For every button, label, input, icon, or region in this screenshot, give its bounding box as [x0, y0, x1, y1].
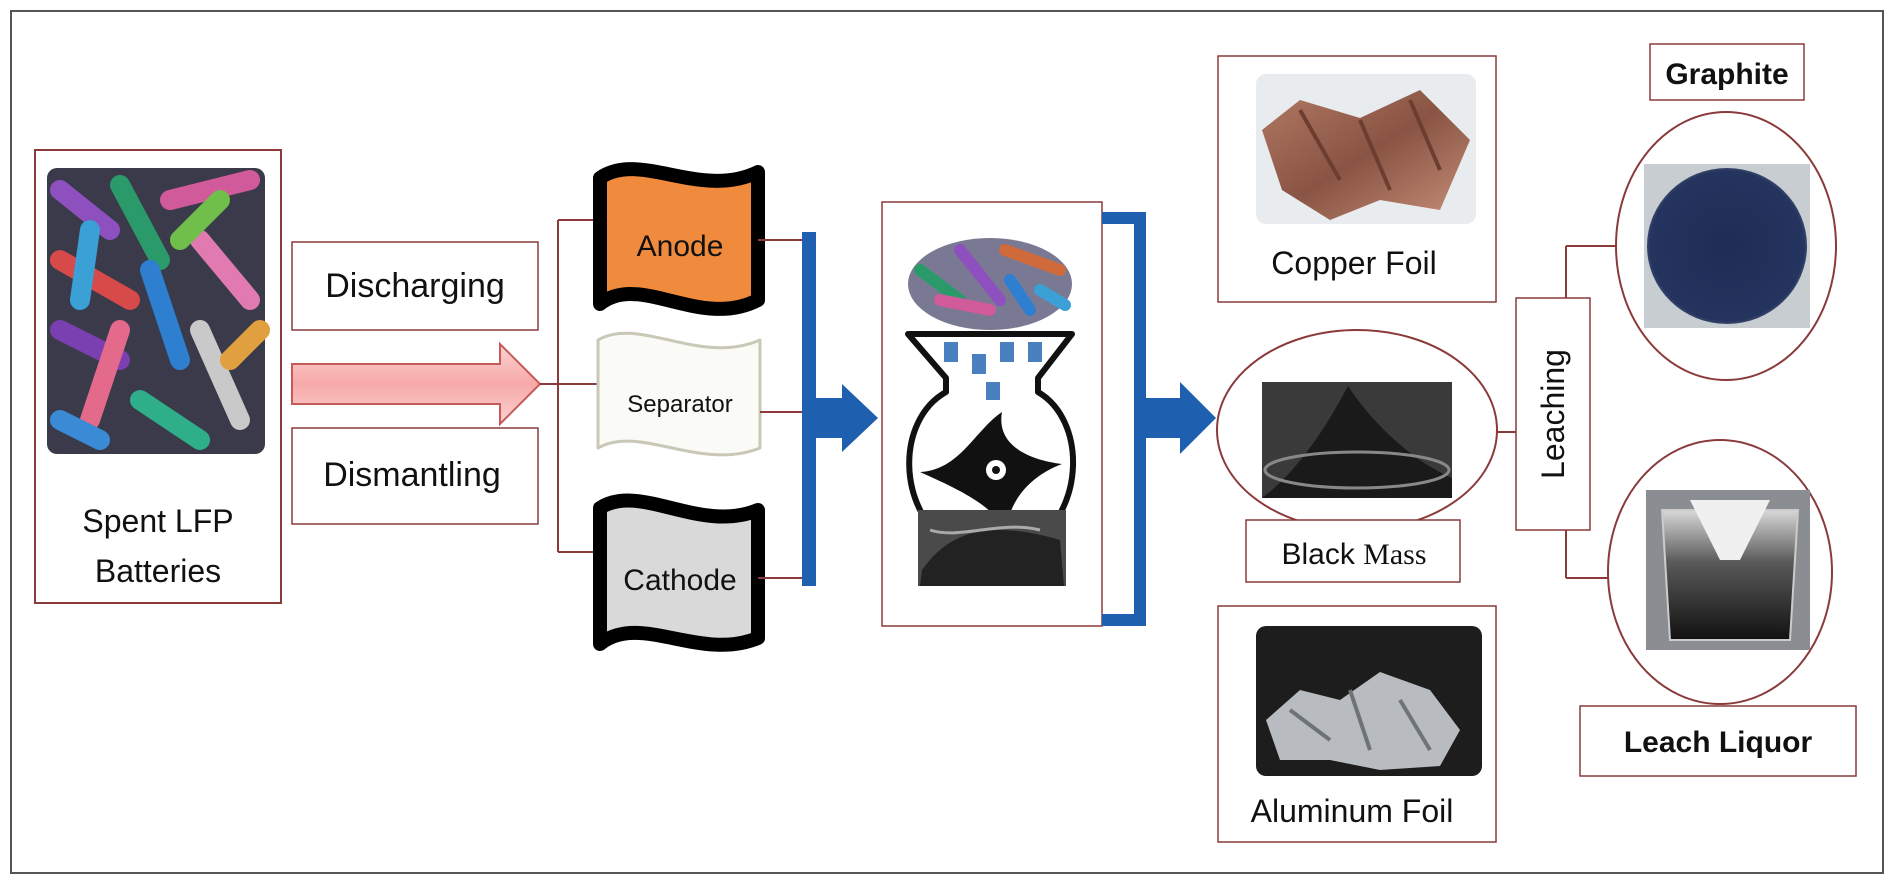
- spent-lfp-label-line1: Spent LFP: [82, 503, 233, 539]
- copper-foil-label: Copper Foil: [1271, 245, 1436, 281]
- aluminum-foil-photo: [1256, 626, 1482, 776]
- copper-foil-box: Copper Foil: [1217, 55, 1497, 303]
- component-bracket: [540, 219, 600, 553]
- aluminum-foil-label: Aluminum Foil: [1251, 793, 1454, 829]
- leaching-label: Leaching: [1535, 349, 1571, 479]
- diagram-frame: [10, 10, 1884, 874]
- separator-label: Separator: [627, 391, 732, 418]
- component-connectors: [758, 239, 802, 579]
- anode-label: Anode: [637, 230, 724, 263]
- dismantling-label: Dismantling: [323, 456, 501, 494]
- blue-collector-bar: [802, 232, 816, 586]
- separator-sheet: Separator: [596, 331, 762, 457]
- leach-liquor-photo: [1646, 490, 1810, 650]
- blue-arrow-to-products: [1146, 382, 1216, 454]
- process-box: [881, 201, 1103, 627]
- pink-arrow: [291, 341, 542, 427]
- discharging-box: Discharging: [291, 241, 539, 331]
- graphite-node: Graphite: [1615, 43, 1837, 381]
- leach-liquor-node: Leach Liquor: [1579, 439, 1857, 777]
- leaching-bracket: [1565, 245, 1616, 579]
- leaching-box: Leaching: [1515, 297, 1591, 531]
- leach-liquor-label: Leach Liquor: [1624, 726, 1813, 759]
- anode-sheet: Anode: [593, 162, 765, 316]
- graphite-photo: [1644, 164, 1810, 328]
- black-mass-label: Black Mass: [1281, 538, 1426, 571]
- aluminum-foil-box: Aluminum Foil: [1217, 605, 1497, 843]
- black-mass-label-part2: Mass: [1363, 538, 1426, 571]
- spent-lfp-label-line2: Batteries: [95, 553, 221, 589]
- copper-foil-photo: [1256, 74, 1476, 224]
- graphite-label: Graphite: [1665, 58, 1788, 91]
- cathode-label: Cathode: [623, 564, 736, 597]
- black-mass-label-box: [1245, 519, 1461, 583]
- blue-process-bracket: [1102, 212, 1146, 626]
- black-mass-label-part1: Black: [1281, 538, 1363, 571]
- dismantling-box: Dismantling: [291, 427, 539, 525]
- discharging-label: Discharging: [325, 267, 505, 305]
- spent-batteries-box: Spent LFP Batteries: [34, 149, 282, 604]
- batteries-photo: [47, 168, 270, 454]
- cathode-sheet: Cathode: [593, 493, 765, 652]
- graphite-label-box: [1649, 43, 1805, 101]
- black-mass-photo: [1262, 382, 1452, 498]
- process-batteries-heap: [914, 244, 1071, 316]
- black-mass-node: Black Mass: [1216, 329, 1498, 583]
- blue-arrow-to-process: [816, 384, 878, 452]
- leach-liquor-label-box: [1579, 705, 1857, 777]
- process-output-photo: [918, 510, 1066, 586]
